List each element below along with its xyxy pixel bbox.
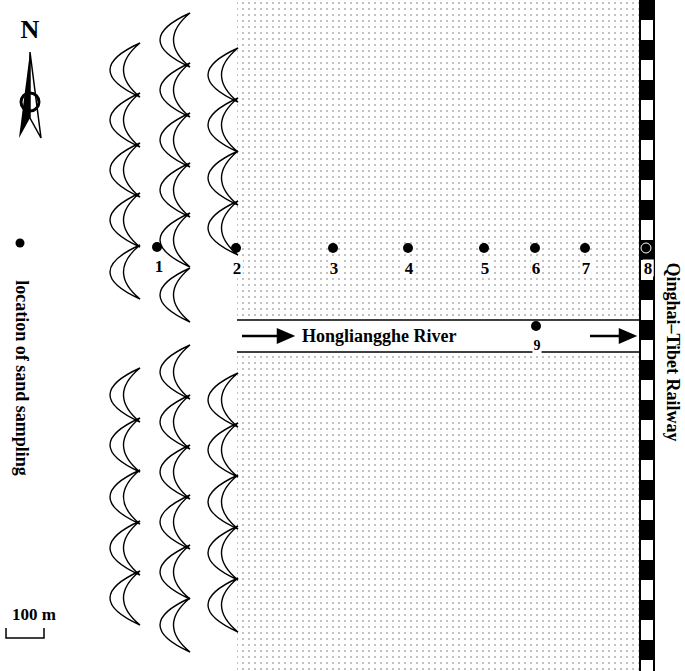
dune-field xyxy=(110,13,238,652)
river-band: Hongliangghe River xyxy=(237,321,640,351)
dune-crescent xyxy=(208,98,238,152)
callout-number: 7 xyxy=(581,260,592,277)
sample-points xyxy=(152,242,651,331)
river-band xyxy=(237,320,640,352)
callout-number: 9 xyxy=(533,339,542,353)
dune-crescent xyxy=(160,268,190,322)
dune-crescent xyxy=(208,151,238,205)
dune-crescent xyxy=(110,93,140,147)
dune-crescent xyxy=(160,213,190,267)
river-name: Hongliangghe River xyxy=(300,327,459,345)
callout-number: 6 xyxy=(531,260,542,277)
dune-crescent xyxy=(160,63,190,117)
dune-crescent xyxy=(208,578,238,632)
dune-crescent xyxy=(110,571,140,625)
callout-number: 2 xyxy=(232,260,243,277)
dune-crescent xyxy=(208,526,238,580)
sand-area xyxy=(237,0,640,671)
railway-name: Qinghai–Tibet Railway xyxy=(664,262,682,441)
callout-number: 3 xyxy=(329,260,340,277)
north-arrow xyxy=(19,52,41,138)
river-bank xyxy=(237,319,640,321)
north-letter: N xyxy=(21,17,40,43)
dune-crescent xyxy=(160,163,190,217)
callout-number: 8 xyxy=(643,260,654,277)
dune-crescent xyxy=(110,521,140,575)
dune-crescent xyxy=(110,470,140,524)
dune-crescent xyxy=(208,423,238,477)
legend-dot xyxy=(16,239,25,248)
dune-crescent xyxy=(208,373,238,427)
dune-crescent xyxy=(160,545,190,599)
dune-crescent xyxy=(160,113,190,167)
callout-number: 1 xyxy=(154,258,165,275)
dune-crescent xyxy=(110,43,140,97)
callout-number: 5 xyxy=(480,260,491,277)
dune-crescent xyxy=(110,193,140,247)
dune-crescent xyxy=(110,368,140,422)
dune-crescent xyxy=(110,143,140,197)
dune-crescent xyxy=(160,598,190,652)
dune-crescent xyxy=(160,445,190,499)
dune-crescent xyxy=(208,475,238,529)
dune-crescent xyxy=(110,245,140,299)
dune-crescent xyxy=(160,495,190,549)
legend-text: location of sand sampling xyxy=(13,280,31,476)
scale-label: 100 m xyxy=(12,606,56,623)
dune-crescent xyxy=(208,48,238,102)
river-bank xyxy=(237,351,640,353)
dune-crescent xyxy=(160,345,190,399)
dune-crescent xyxy=(110,418,140,472)
dune-crescent xyxy=(160,395,190,449)
callout-number: 4 xyxy=(404,260,415,277)
dune-crescent xyxy=(160,13,190,67)
railway-symbol xyxy=(640,0,654,671)
scale-bar xyxy=(6,628,44,638)
